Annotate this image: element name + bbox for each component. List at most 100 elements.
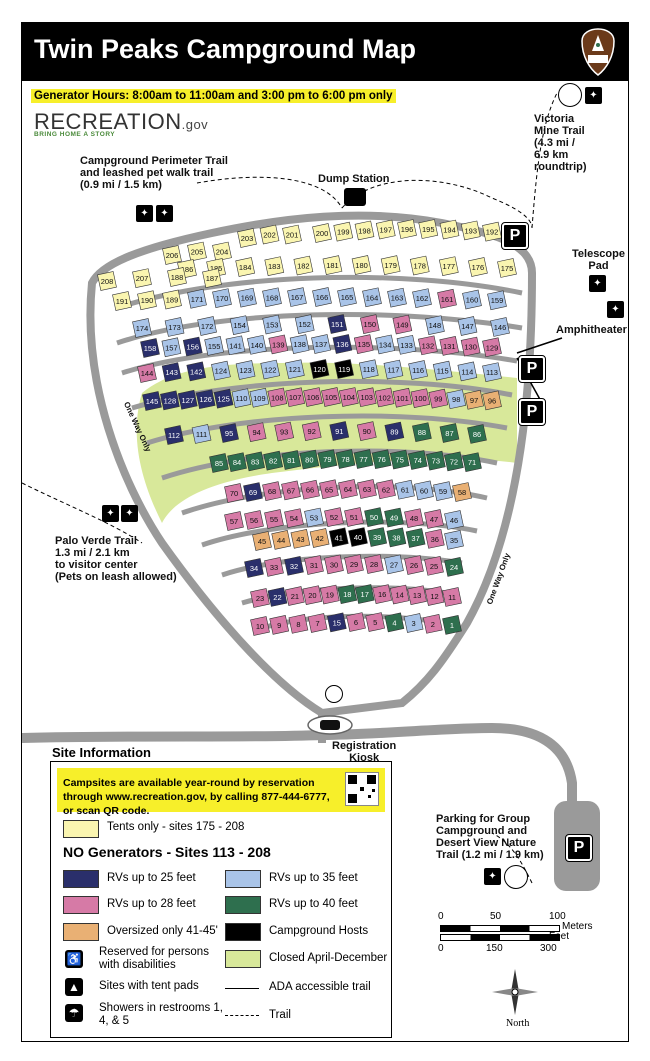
- campsite-marker[interactable]: 76: [371, 449, 392, 470]
- campsite-marker[interactable]: 23: [250, 588, 270, 608]
- campsite-marker[interactable]: 71: [462, 452, 482, 473]
- campsite-marker[interactable]: 77: [353, 449, 374, 469]
- campsite-marker[interactable]: 169: [237, 287, 257, 308]
- campsite-marker[interactable]: 145: [142, 391, 162, 411]
- campsite-marker[interactable]: 58: [452, 482, 472, 502]
- campsite-marker[interactable]: 40: [348, 527, 368, 547]
- campsite-marker[interactable]: 100: [410, 388, 431, 409]
- campsite-marker[interactable]: 51: [344, 507, 364, 527]
- campsite-marker[interactable]: 3: [403, 613, 424, 633]
- campsite-marker[interactable]: 138: [289, 334, 310, 354]
- campsite-marker[interactable]: 151: [327, 314, 348, 334]
- campsite-marker[interactable]: 102: [374, 387, 395, 408]
- campsite-marker[interactable]: 57: [224, 511, 244, 531]
- campsite-marker[interactable]: 120: [309, 359, 330, 379]
- campsite-marker[interactable]: 91: [329, 421, 350, 441]
- campsite-marker[interactable]: 106: [303, 387, 323, 407]
- campsite-marker[interactable]: 116: [408, 360, 428, 380]
- campsite-marker[interactable]: 122: [260, 359, 281, 380]
- campsite-marker[interactable]: 26: [404, 555, 424, 575]
- campsite-marker[interactable]: 66: [300, 479, 320, 500]
- campsite-marker[interactable]: 110: [231, 388, 252, 409]
- campsite-marker[interactable]: 87: [439, 423, 460, 443]
- campsite-marker[interactable]: 12: [424, 586, 445, 606]
- campsite-marker[interactable]: 62: [376, 479, 396, 500]
- campsite-marker[interactable]: 21: [285, 586, 305, 606]
- campsite-marker[interactable]: 130: [460, 336, 481, 357]
- campsite-marker[interactable]: 105: [321, 387, 341, 407]
- campsite-marker[interactable]: 55: [264, 509, 284, 529]
- campsite-marker[interactable]: 56: [244, 510, 264, 530]
- campsite-marker[interactable]: 8: [288, 613, 309, 634]
- campsite-marker[interactable]: 74: [407, 450, 428, 470]
- campsite-marker[interactable]: 202: [259, 224, 280, 245]
- campsite-marker[interactable]: 47: [424, 509, 444, 529]
- campsite-marker[interactable]: 162: [412, 288, 432, 309]
- campsite-marker[interactable]: 29: [344, 554, 364, 574]
- campsite-marker[interactable]: 166: [312, 287, 332, 307]
- campsite-marker[interactable]: 208: [97, 271, 117, 291]
- campsite-marker[interactable]: 156: [182, 336, 203, 357]
- campsite-marker[interactable]: 73: [426, 450, 446, 471]
- campsite-marker[interactable]: 28: [364, 554, 384, 574]
- campsite-marker[interactable]: 25: [424, 555, 444, 576]
- campsite-marker[interactable]: 35: [444, 530, 464, 550]
- campsite-marker[interactable]: 158: [140, 338, 160, 358]
- campsite-marker[interactable]: 94: [246, 422, 267, 443]
- campsite-marker[interactable]: 149: [392, 314, 413, 335]
- campsite-marker[interactable]: 182: [293, 255, 314, 276]
- campsite-marker[interactable]: 65: [319, 479, 339, 500]
- campsite-marker[interactable]: 136: [332, 334, 353, 354]
- campsite-marker[interactable]: 1: [442, 615, 462, 635]
- campsite-marker[interactable]: 67: [281, 480, 301, 501]
- campsite-marker[interactable]: 124: [211, 360, 231, 381]
- campsite-marker[interactable]: 61: [395, 479, 415, 500]
- campsite-marker[interactable]: 189: [162, 289, 182, 310]
- campsite-marker[interactable]: 69: [243, 482, 263, 502]
- campsite-marker[interactable]: 135: [353, 334, 374, 354]
- campsite-marker[interactable]: 107: [285, 387, 306, 408]
- campsite-marker[interactable]: 118: [358, 359, 379, 380]
- campsite-marker[interactable]: 41: [328, 527, 349, 548]
- campsite-marker[interactable]: 99: [428, 388, 449, 409]
- campsite-marker[interactable]: 75: [389, 449, 410, 470]
- campsite-marker[interactable]: 54: [284, 508, 304, 529]
- campsite-marker[interactable]: 63: [357, 479, 377, 499]
- campsite-marker[interactable]: 142: [186, 361, 207, 382]
- campsite-marker[interactable]: 27: [384, 554, 404, 575]
- campsite-marker[interactable]: 123: [235, 360, 256, 380]
- campsite-marker[interactable]: 48: [404, 508, 424, 529]
- campsite-marker[interactable]: 201: [282, 224, 302, 245]
- campsite-marker[interactable]: 16: [372, 584, 393, 604]
- campsite-marker[interactable]: 14: [389, 584, 410, 605]
- campsite-marker[interactable]: 13: [407, 585, 427, 606]
- campsite-marker[interactable]: 154: [229, 315, 250, 336]
- campsite-marker[interactable]: 112: [164, 425, 184, 445]
- campsite-marker[interactable]: 42: [309, 528, 330, 548]
- campsite-marker[interactable]: 157: [161, 337, 182, 358]
- campsite-marker[interactable]: 153: [262, 314, 283, 335]
- campsite-marker[interactable]: 117: [383, 359, 404, 380]
- campsite-marker[interactable]: 187: [202, 268, 222, 289]
- campsite-marker[interactable]: 147: [457, 316, 478, 336]
- campsite-marker[interactable]: 167: [287, 287, 307, 307]
- campsite-marker[interactable]: 168: [262, 287, 282, 308]
- campsite-marker[interactable]: 60: [414, 480, 434, 501]
- campsite-marker[interactable]: 37: [405, 528, 426, 548]
- campsite-marker[interactable]: 15: [326, 612, 347, 633]
- campsite-marker[interactable]: 204: [212, 241, 232, 262]
- campsite-marker[interactable]: 198: [354, 220, 375, 241]
- campsite-marker[interactable]: 86: [467, 424, 487, 444]
- campsite-marker[interactable]: 161: [437, 288, 457, 309]
- campsite-marker[interactable]: 90: [356, 421, 377, 441]
- campsite-marker[interactable]: 176: [468, 257, 488, 277]
- campsite-marker[interactable]: 194: [439, 219, 460, 240]
- campsite-marker[interactable]: 146: [490, 317, 510, 337]
- campsite-marker[interactable]: 127: [177, 389, 198, 410]
- campsite-marker[interactable]: 119: [334, 359, 354, 379]
- campsite-marker[interactable]: 36: [424, 528, 445, 549]
- campsite-marker[interactable]: 85: [209, 453, 229, 473]
- campsite-marker[interactable]: 103: [356, 387, 377, 408]
- campsite-marker[interactable]: 115: [432, 360, 453, 381]
- campsite-marker[interactable]: 126: [195, 389, 216, 410]
